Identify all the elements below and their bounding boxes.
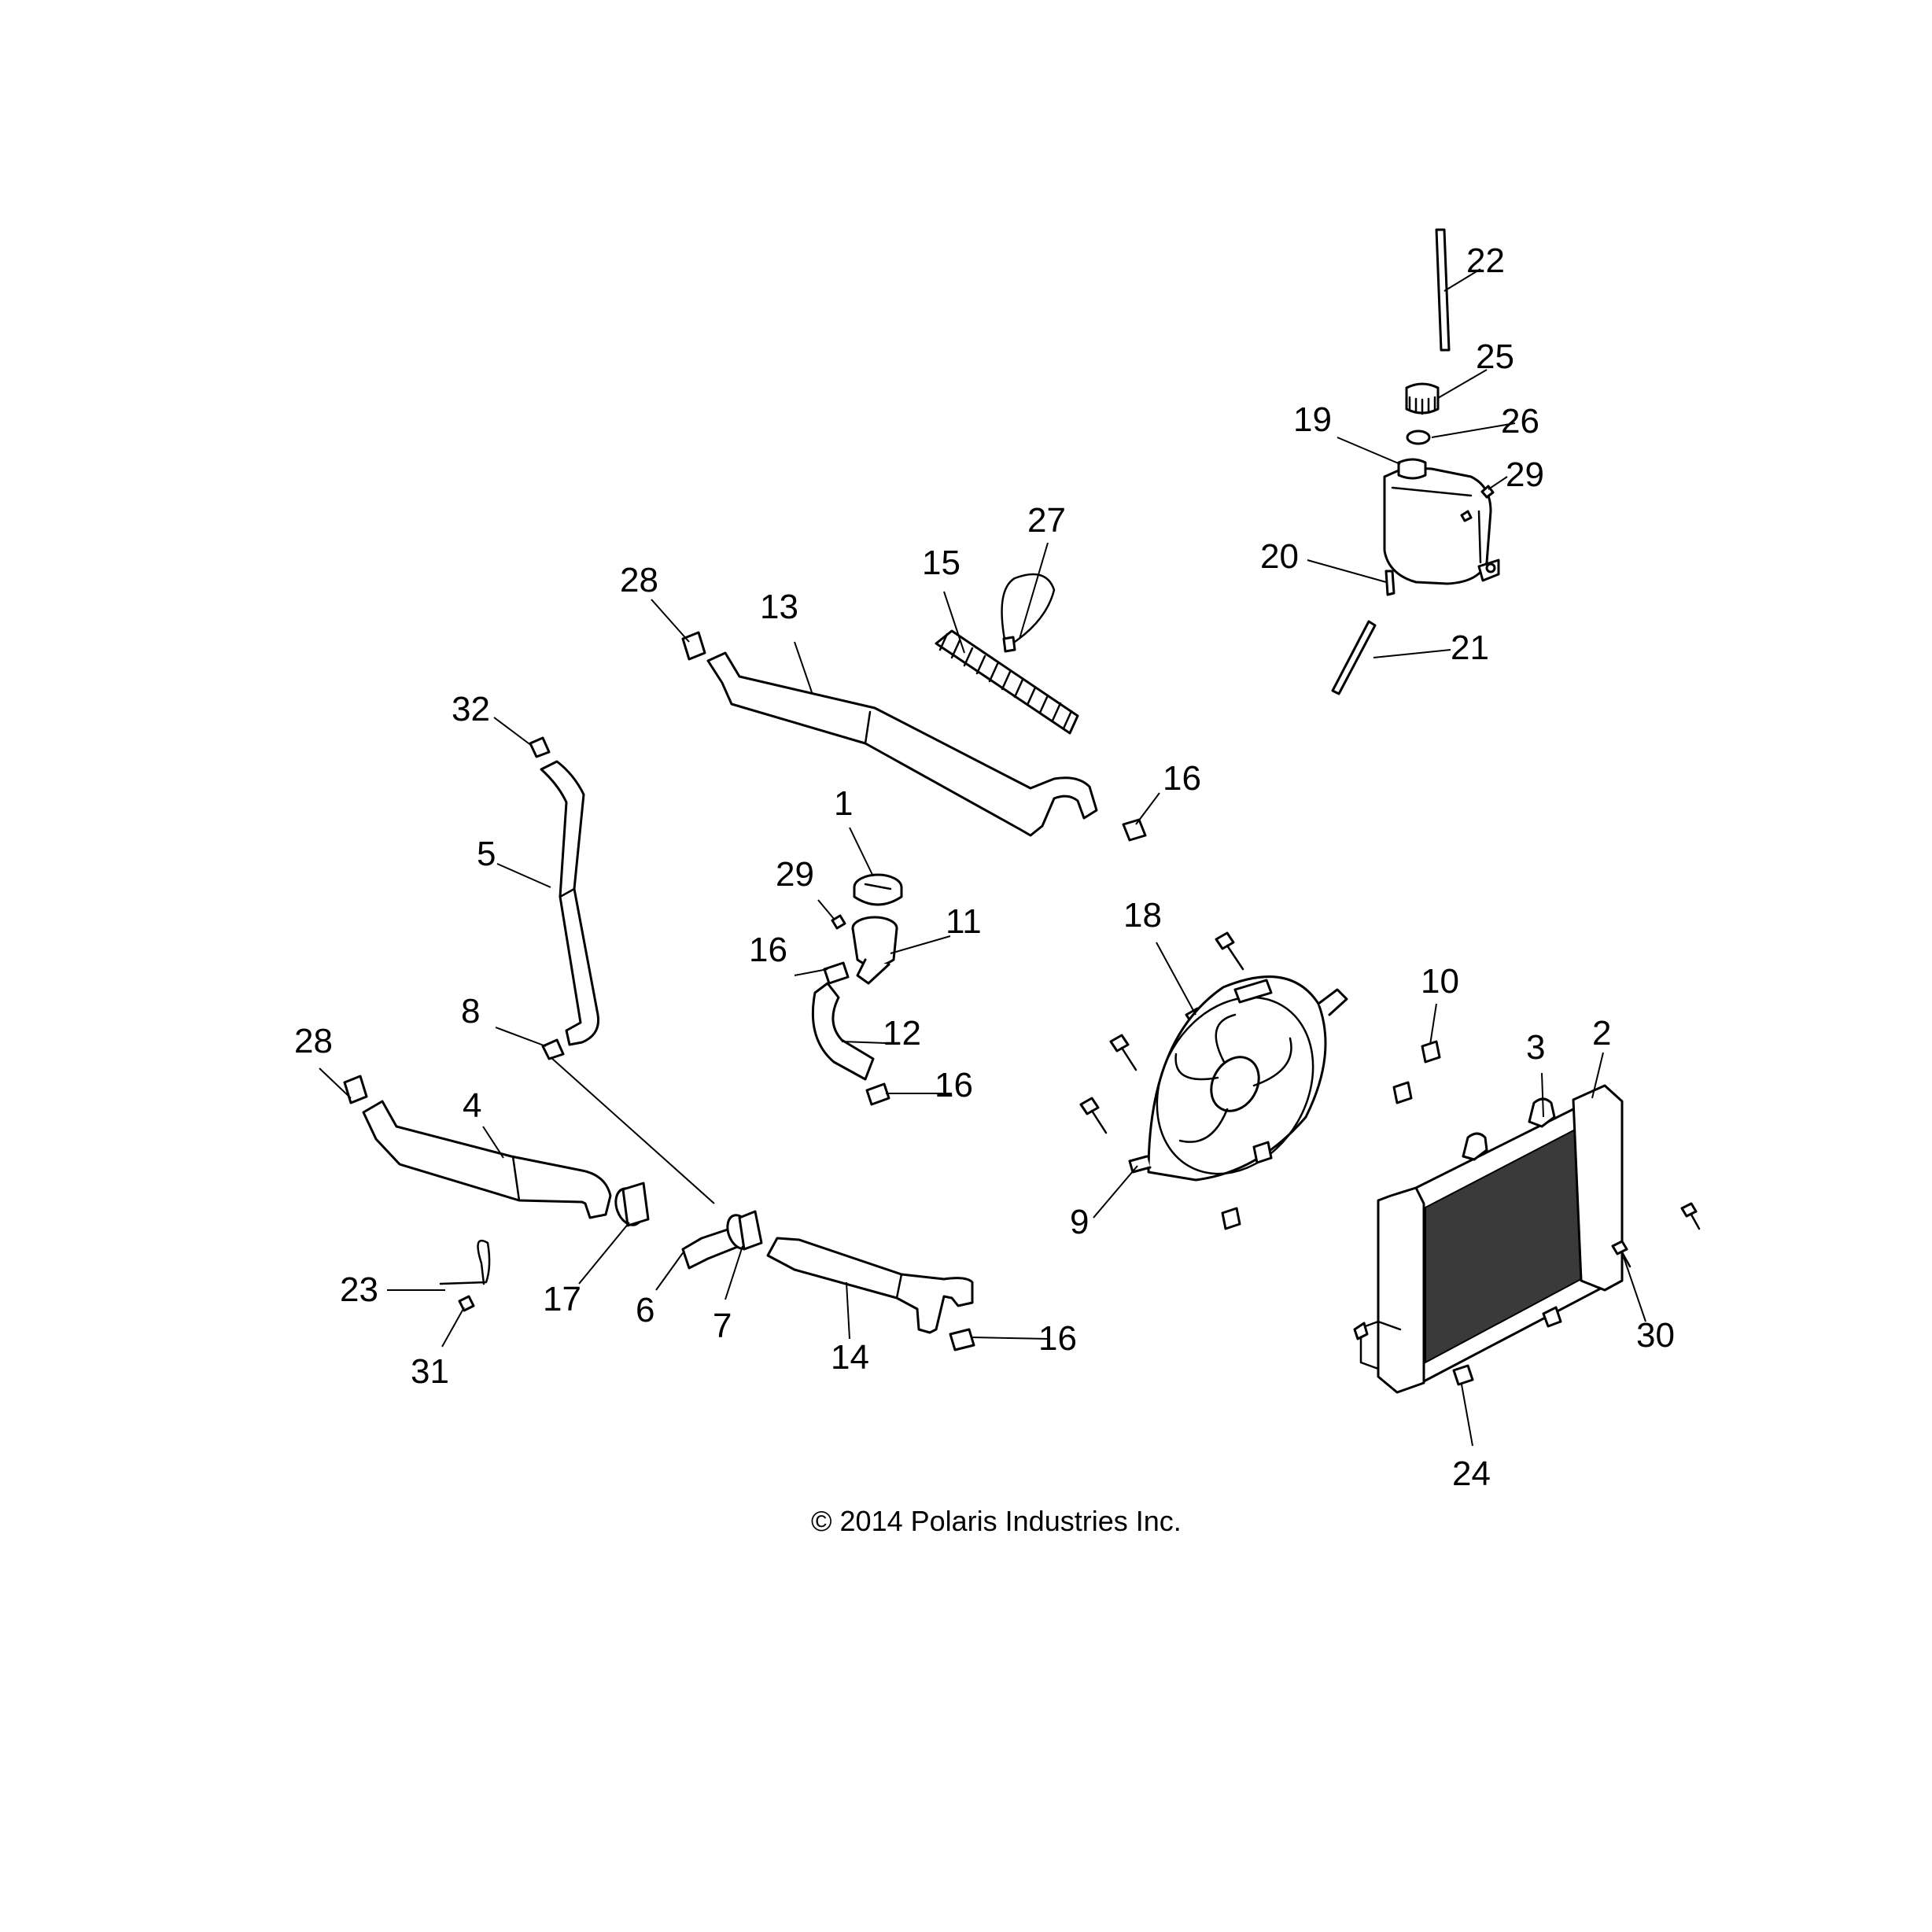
callout-12: 12 (883, 1014, 921, 1053)
callout-4: 4 (463, 1086, 481, 1125)
part-27-cable-tie[interactable] (1001, 573, 1056, 653)
callout-16: 16 (935, 1066, 973, 1104)
callout-20: 20 (1260, 537, 1299, 576)
part-28-cap-upper[interactable] (681, 631, 706, 661)
part-4-lower-hose[interactable] (362, 1100, 612, 1219)
copyright-text: © 2014 Polaris Industries Inc. (811, 1505, 1182, 1537)
callout-28: 28 (620, 561, 658, 599)
callout-31: 31 (411, 1352, 449, 1391)
leader-lines (319, 268, 1646, 1447)
part-18-bolt-3[interactable] (1109, 1034, 1137, 1071)
callout-23: 23 (340, 1270, 378, 1309)
part-29-screw-filler[interactable] (831, 914, 846, 930)
part-5-bypass-hose[interactable] (540, 760, 600, 1046)
part-26-cap-gasket[interactable] (1406, 430, 1431, 445)
part-10-grommet-1[interactable] (1421, 1040, 1441, 1064)
part-10-grommet-3[interactable] (1252, 1141, 1273, 1164)
part-19-coolant-reservoir[interactable] (1383, 458, 1500, 585)
callout-26: 26 (1501, 402, 1539, 441)
part-24-grommet-2[interactable] (1452, 1364, 1474, 1386)
callout-29: 29 (776, 855, 814, 894)
part-1-radiator-cap[interactable] (853, 873, 903, 906)
callout-21: 21 (1451, 629, 1489, 667)
callout-24: 24 (1452, 1455, 1491, 1493)
callout-9: 9 (1070, 1203, 1089, 1241)
part-15-hose-sleeve[interactable] (935, 629, 1079, 735)
callout-13: 13 (760, 588, 798, 626)
part-20-reservoir-fitting[interactable] (1384, 570, 1396, 596)
part-30-bolt-2[interactable] (1611, 1240, 1632, 1268)
callout-30: 30 (1636, 1316, 1675, 1355)
part-9-cooling-fan-assembly[interactable] (1126, 969, 1348, 1202)
part-32-clamp[interactable] (529, 736, 551, 758)
part-25-reservoir-cap[interactable] (1405, 382, 1440, 415)
callout-15: 15 (922, 544, 960, 582)
callout-14: 14 (831, 1338, 869, 1377)
callout-1: 1 (834, 784, 853, 823)
callout-16: 16 (749, 931, 787, 969)
part-16-clamp-d[interactable] (949, 1328, 975, 1351)
callout-6: 6 (636, 1291, 654, 1329)
part-14-lower-return-hose[interactable] (766, 1237, 974, 1334)
part-16-clamp-a[interactable] (1122, 818, 1147, 842)
callout-labels: 22 25 26 19 29 20 21 27 15 28 13 32 16 1… (294, 242, 1675, 1493)
part-13-upper-hose[interactable] (706, 651, 1098, 837)
part-11-filler-neck[interactable] (851, 916, 898, 985)
part-12-elbow-hose[interactable] (811, 982, 875, 1081)
callout-32: 32 (452, 690, 490, 728)
callout-16: 16 (1163, 759, 1201, 798)
callout-17: 17 (543, 1280, 581, 1318)
callout-22: 22 (1466, 242, 1505, 280)
part-24-grommet-1[interactable] (1542, 1306, 1562, 1328)
callout-11: 11 (946, 902, 982, 941)
callout-27: 27 (1027, 501, 1066, 540)
part-3-radiator-bracket[interactable] (1462, 1097, 1556, 1161)
callout-2: 2 (1592, 1014, 1611, 1053)
callout-5: 5 (477, 835, 496, 873)
callout-19: 19 (1293, 400, 1332, 439)
part-22-overflow-hose[interactable] (1435, 228, 1451, 352)
callout-7: 7 (713, 1307, 732, 1345)
part-16-clamp-c[interactable] (865, 1082, 890, 1106)
part-10-grommet-4[interactable] (1221, 1207, 1241, 1230)
part-17-coupler-clamp[interactable] (611, 1182, 650, 1229)
callout-28: 28 (294, 1022, 333, 1060)
part-23-cable-tie[interactable] (439, 1239, 491, 1285)
callout-29: 29 (1506, 455, 1544, 494)
part-30-bolt-1[interactable] (1680, 1202, 1701, 1230)
part-8-clamp[interactable] (541, 1038, 565, 1060)
part-2-radiator[interactable] (1353, 1084, 1624, 1394)
part-7-clamp[interactable] (723, 1210, 763, 1252)
part-31-screw[interactable] (458, 1295, 475, 1312)
part-18-bolt-4[interactable] (1079, 1097, 1108, 1134)
callout-16: 16 (1038, 1319, 1077, 1358)
part-16-clamp-b[interactable] (823, 961, 850, 985)
callout-10: 10 (1421, 962, 1459, 1001)
part-28-cap-lower[interactable] (343, 1075, 368, 1104)
callout-18: 18 (1123, 896, 1162, 935)
callout-25: 25 (1476, 337, 1514, 376)
part-21-reservoir-hose[interactable] (1331, 620, 1377, 695)
part-18-bolt-1[interactable] (1215, 931, 1244, 971)
callout-3: 3 (1526, 1028, 1545, 1067)
part-10-grommet-2[interactable] (1392, 1081, 1413, 1104)
callout-8: 8 (461, 992, 480, 1031)
